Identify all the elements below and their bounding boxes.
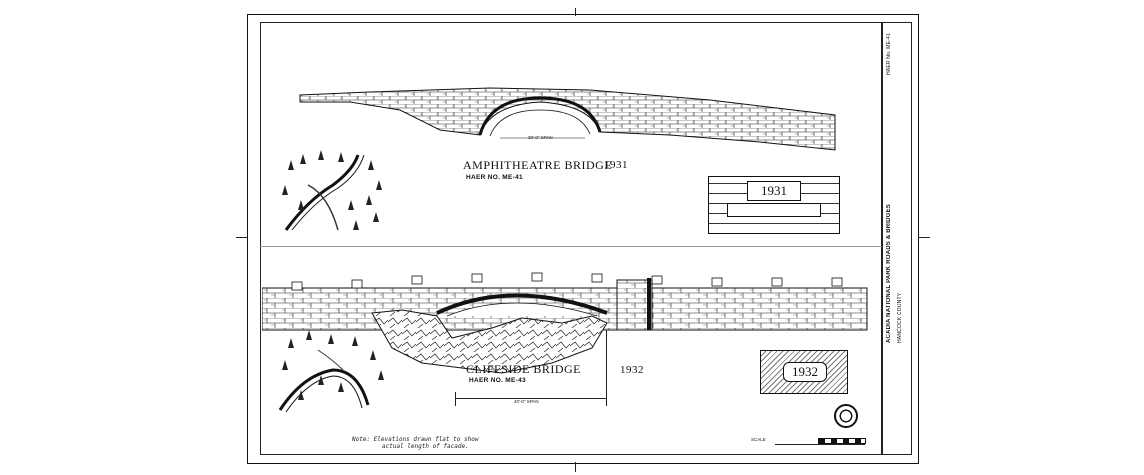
dimension-left-tick [455, 392, 456, 406]
amphitheatre-keystone-detail: 1931 [708, 176, 840, 234]
compass-seal-icon [834, 404, 858, 428]
amphitheatre-title: AMPHITHEATRE BRIDGE [463, 158, 613, 172]
title-block-county: HANCOCK COUNTY [897, 292, 903, 343]
title-block: ACADIA NATIONAL PARK ROADS & BRIDGES HAN… [882, 22, 912, 455]
drawing-note-line-1: Note: Elevations drawn flat to show [352, 436, 479, 443]
scale-rule [775, 444, 865, 445]
dimension-right-tick [606, 330, 607, 406]
amphitheatre-year: 1931 [604, 159, 628, 171]
title-block-haer: HAER No. ME-41 [886, 33, 892, 75]
right-center-tick [918, 237, 930, 238]
top-center-tick [575, 8, 576, 16]
cliffside-span-dimension: 40'-0" SPAN [514, 399, 539, 404]
bottom-center-tick [575, 462, 576, 472]
cliffside-year: 1932 [620, 364, 644, 376]
amphitheatre-haer-number: HAER NO. ME-41 [466, 174, 523, 181]
scale-label: SCALE [751, 437, 766, 442]
amphitheatre-bridge-elevation [299, 87, 836, 151]
cliffside-site-sketch [278, 330, 384, 413]
cliffside-haer-number: HAER NO. ME-43 [469, 377, 526, 384]
amphitheatre-keystone-date: 1931 [747, 181, 801, 201]
center-line [260, 246, 882, 247]
scale-bar [818, 438, 866, 444]
drawing-frame [260, 22, 882, 455]
cliffside-keystone-detail: 1932 [760, 350, 848, 394]
drawing-note-line-2: actual length of facade. [382, 443, 469, 450]
cliffside-span-dimension-line [455, 398, 607, 399]
amphitheatre-site-sketch [282, 150, 382, 231]
cliffside-title: CLIFFSIDE BRIDGE [466, 362, 582, 376]
cliffside-bridge-elevation [262, 272, 868, 374]
cliffside-keystone-date: 1932 [783, 362, 827, 382]
amphitheatre-span-dimension: 30'-0" SPAN [528, 135, 553, 140]
left-center-tick [236, 237, 248, 238]
